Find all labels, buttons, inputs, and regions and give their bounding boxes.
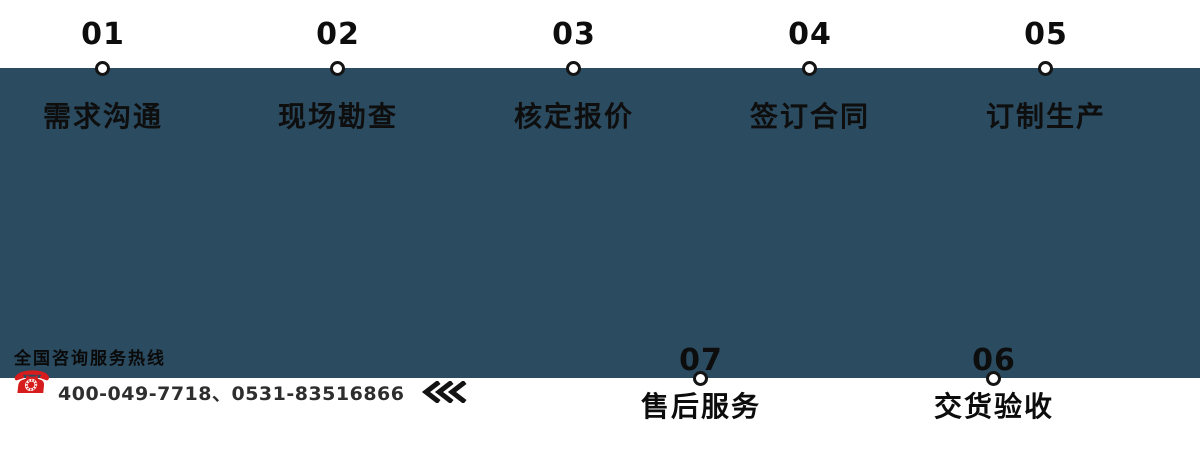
step-03: 03 核定报价 bbox=[464, 0, 684, 460]
step-marker-dot bbox=[566, 61, 581, 76]
step-07: 07 售后服务 bbox=[591, 0, 811, 460]
step-number: 06 bbox=[972, 343, 1016, 378]
step-01: 01 需求沟通 bbox=[0, 0, 213, 460]
step-label: 交货验收 bbox=[933, 390, 1054, 423]
step-number: 04 bbox=[788, 17, 832, 52]
step-label: 需求沟通 bbox=[42, 100, 163, 133]
step-label: 现场勘查 bbox=[277, 100, 398, 133]
step-number: 03 bbox=[552, 17, 596, 52]
step-label: 售后服务 bbox=[640, 390, 761, 423]
step-number: 01 bbox=[81, 17, 125, 52]
step-marker-dot bbox=[986, 371, 1001, 386]
step-marker-dot bbox=[802, 61, 817, 76]
triple-left-chevron-icon bbox=[421, 381, 467, 403]
step-number: 05 bbox=[1024, 17, 1068, 52]
hotline-title: 全国咨询服务热线 bbox=[14, 349, 166, 369]
step-06: 06 交货验收 bbox=[884, 0, 1104, 460]
step-05: 05 订制生产 bbox=[936, 0, 1156, 460]
phone-icon: ☎ bbox=[10, 365, 53, 401]
step-marker-dot bbox=[693, 371, 708, 386]
step-04: 04 签订合同 bbox=[700, 0, 920, 460]
step-label: 核定报价 bbox=[513, 100, 634, 133]
step-number: 02 bbox=[316, 17, 360, 52]
step-label: 签订合同 bbox=[749, 100, 870, 133]
step-02: 02 现场勘查 bbox=[228, 0, 448, 460]
step-label: 订制生产 bbox=[985, 100, 1106, 133]
step-marker-dot bbox=[1038, 61, 1053, 76]
dark-band-background bbox=[0, 68, 1200, 378]
step-marker-dot bbox=[95, 61, 110, 76]
step-marker-dot bbox=[330, 61, 345, 76]
hotline-phone-numbers: 400-049-7718、0531-83516866 bbox=[58, 383, 405, 405]
step-number: 07 bbox=[679, 343, 723, 378]
